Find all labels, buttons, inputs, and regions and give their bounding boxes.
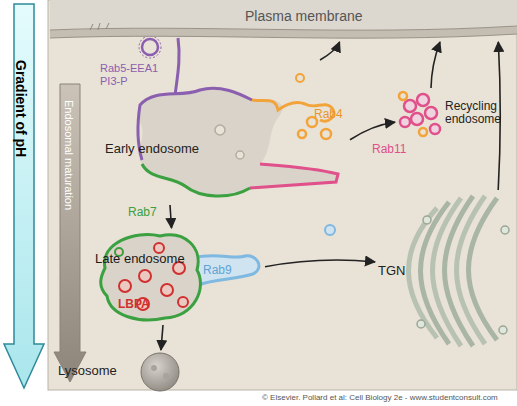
lysosome: Lysosome (58, 350, 190, 388)
axis-label: Gradient of pH (13, 60, 28, 157)
lipid-label: PI3-P (100, 75, 128, 87)
vesicle-coat (139, 36, 161, 58)
transport-arrow (170, 205, 172, 228)
protein-label: Rab5-EEA1 (100, 62, 158, 74)
protein-label: Rab11 (372, 143, 406, 156)
early-endosome-shape (100, 60, 350, 205)
transport-arrow (350, 122, 395, 140)
recycling-vesicle (296, 74, 304, 82)
node-label: TGN (378, 264, 418, 278)
maturation-arrow (54, 84, 86, 382)
node-label: Late endosome (95, 252, 195, 266)
transport-arrow (265, 260, 375, 267)
recycling-endosome: Recycling endosome (395, 88, 515, 145)
transport-arrow (431, 42, 440, 88)
protein-label: Rab9 (203, 264, 232, 277)
transport-vesicle (325, 225, 335, 235)
copyright-note: © Elsevier. Pollard et al: Cell Biology … (262, 394, 498, 403)
node-label: Early endosome (105, 142, 200, 156)
node-label: Plasma membrane (245, 9, 385, 24)
axis-label: Endosomal maturation (63, 100, 75, 210)
node-label: Lysosome (58, 364, 130, 378)
endocytic-tubule (175, 38, 179, 96)
trans-golgi-network: TGN (375, 190, 515, 350)
protein-label: Rab4 (314, 108, 343, 121)
transport-arrow (161, 325, 163, 350)
transport-arrow (320, 42, 340, 60)
coated-vesicle (142, 39, 158, 55)
ph-gradient-arrow (4, 4, 44, 388)
plasma-membrane: Plasma membrane (50, 0, 517, 42)
protein-label: Rab7 (128, 206, 157, 219)
cell-panel (48, 0, 517, 390)
lipid-label: LBPA (118, 298, 150, 311)
transport-arrow (498, 42, 500, 190)
early-endosome: Early endosome (100, 60, 350, 205)
node-label: Recycling endosome (445, 100, 515, 126)
